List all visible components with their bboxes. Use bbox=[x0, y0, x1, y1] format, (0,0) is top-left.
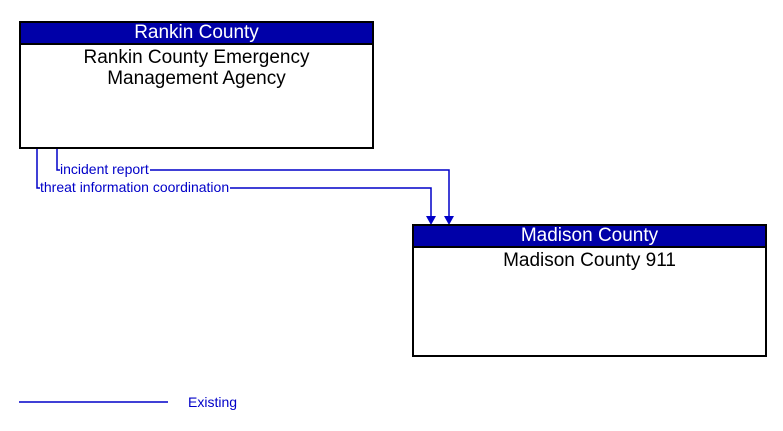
entity-body-rankin: Rankin County Emergency Management Agenc… bbox=[21, 45, 372, 89]
flow-line-threat-information-coordination bbox=[36, 149, 432, 219]
entity-body-madison: Madison County 911 bbox=[414, 248, 765, 271]
legend-label-existing: Existing bbox=[188, 394, 238, 410]
flow-label-threat-information-coordination: threat information coordination bbox=[40, 179, 231, 196]
entity-box-madison-county: Madison County Madison County 911 bbox=[412, 224, 767, 357]
entity-name-madison-county-911: Madison County 911 bbox=[503, 250, 676, 271]
flow-arrowhead-incident-report bbox=[444, 216, 454, 225]
flow-arrowhead-threat-information-coordination bbox=[426, 216, 436, 225]
entity-header-rankin-county: Rankin County bbox=[21, 23, 372, 45]
entity-name-rankin-county-emergency-management-agency: Rankin County Emergency Management Agenc… bbox=[83, 47, 310, 89]
entity-box-rankin-county: Rankin County Rankin County Emergency Ma… bbox=[19, 21, 374, 149]
flow-line-incident-report bbox=[56, 149, 450, 219]
entity-header-madison-county: Madison County bbox=[414, 226, 765, 248]
flow-label-incident-report: incident report bbox=[60, 161, 150, 178]
